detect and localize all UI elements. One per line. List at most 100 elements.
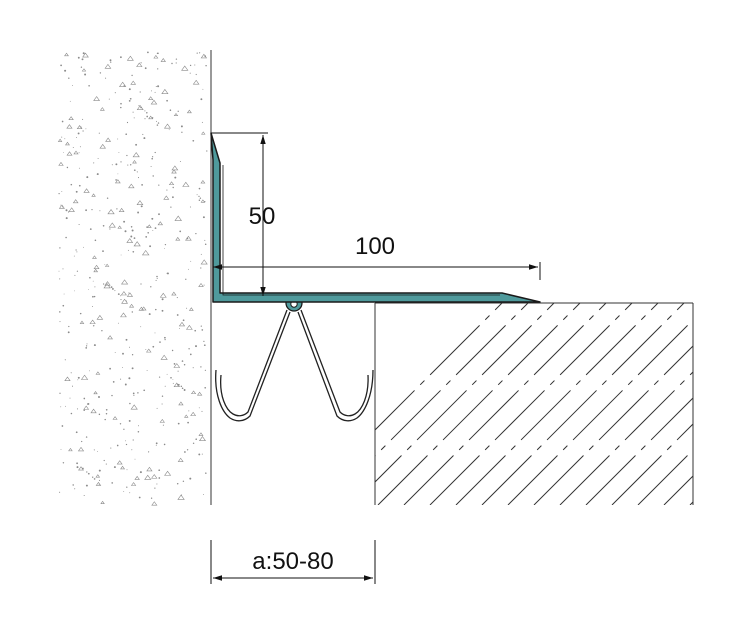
speckle-dot (114, 290, 116, 292)
speckle-dot (77, 376, 80, 379)
gap-label: a:50-80 (252, 548, 333, 575)
speckle-dot (105, 412, 108, 415)
speckle-dot (82, 52, 85, 55)
speckle-dot (156, 52, 159, 55)
speckle-dot (120, 254, 122, 256)
speckle-dot (72, 147, 74, 148)
speckle-mark (93, 264, 100, 270)
speckle-dot (200, 253, 202, 255)
speckle-dot (60, 204, 62, 206)
hatch-line (377, 303, 581, 505)
dimension-height: 50 (211, 132, 276, 296)
speckle-dot (76, 137, 78, 138)
speckle-dot (158, 469, 161, 472)
speckle-dot (109, 367, 111, 370)
speckle-mark (80, 374, 89, 380)
speckle-dot (85, 209, 87, 212)
speckle-dot (103, 459, 105, 462)
speckle-dot (115, 179, 117, 181)
speckle-dot (110, 447, 112, 449)
speckle-dot (164, 385, 166, 387)
speckle-dot (183, 363, 186, 366)
speckle-dot (168, 129, 170, 131)
speckle-dot (64, 405, 66, 407)
speckle-mark (171, 169, 177, 174)
speckle-dot (179, 327, 180, 329)
speckle-dot (158, 213, 160, 216)
speckle-dot (87, 472, 90, 475)
speckle-dot (116, 208, 118, 210)
speckle-dot (164, 338, 166, 341)
hatch-line (585, 397, 693, 505)
speckle-mark (77, 446, 85, 452)
speckle-mark (68, 207, 75, 212)
speckle-dot (154, 151, 156, 154)
hatch-line (507, 319, 693, 505)
speckle-mark (130, 404, 138, 410)
speckle-dot (120, 106, 122, 109)
speckle-dot (155, 444, 157, 446)
speckle-dot (112, 381, 115, 383)
speckle-dot (93, 162, 95, 164)
speckle-dot (132, 392, 135, 395)
speckle-dot (175, 62, 177, 64)
speckle-dot (111, 164, 113, 166)
speckle-mark (190, 411, 197, 416)
speckle-dot (109, 228, 111, 230)
speckle-dot (172, 379, 174, 380)
speckle-dot (96, 451, 98, 452)
speckle-mark (146, 466, 153, 472)
speckle-dot (158, 184, 160, 186)
speckle-dot (131, 311, 133, 313)
left-wall-body (57, 50, 211, 505)
speckle-dot (76, 466, 79, 469)
right-slab-hatching (375, 303, 693, 505)
speckle-dot (62, 268, 64, 270)
speckle-dot (154, 487, 156, 489)
speckle-dot (67, 331, 70, 334)
speckle-dot (166, 373, 168, 375)
speckle-dot (136, 171, 138, 173)
speckle-dot (144, 110, 146, 112)
speckle-dot (68, 325, 70, 328)
right-slab (374, 302, 694, 505)
speckle-dot (88, 85, 90, 87)
speckle-dot (145, 236, 148, 238)
speckle-dot (151, 157, 153, 160)
speckle-mark (178, 401, 184, 406)
speckle-mark (188, 307, 194, 311)
height-label: 50 (249, 203, 276, 230)
speckle-dot (116, 444, 119, 447)
speckle-dot (203, 340, 205, 343)
speckle-dot (83, 246, 85, 248)
speckle-dot (199, 197, 202, 199)
hatch-line (429, 303, 633, 505)
speckle-dot (189, 477, 192, 480)
speckle-dot (120, 102, 122, 105)
speckle-dot (169, 109, 172, 111)
speckle-dot (188, 410, 190, 412)
speckle-mark (126, 292, 134, 297)
dimension-gap: a:50-80 (210, 540, 376, 584)
speckle-dot (194, 64, 196, 66)
speckle-mark (145, 348, 152, 353)
speckle-dot (183, 389, 186, 391)
speckle-mark (134, 475, 140, 480)
speckle-mark (164, 470, 172, 476)
speckle-dot (200, 267, 202, 269)
speckle-dot (128, 88, 131, 91)
speckle-dot (119, 423, 122, 425)
speckle-dot (132, 439, 134, 441)
speckle-dot (122, 366, 123, 368)
speckle-dot (60, 449, 62, 450)
speckle-dot (59, 491, 61, 493)
speckle-dot (155, 442, 158, 445)
speckle-dot (105, 77, 107, 79)
speckle-dot (201, 410, 203, 412)
hatch-line (481, 303, 685, 505)
speckle-dot (154, 332, 156, 334)
hatch-line (637, 449, 693, 505)
speckle-dot (133, 394, 135, 396)
speckle-mark (148, 96, 154, 100)
speckle-dot (203, 284, 205, 286)
